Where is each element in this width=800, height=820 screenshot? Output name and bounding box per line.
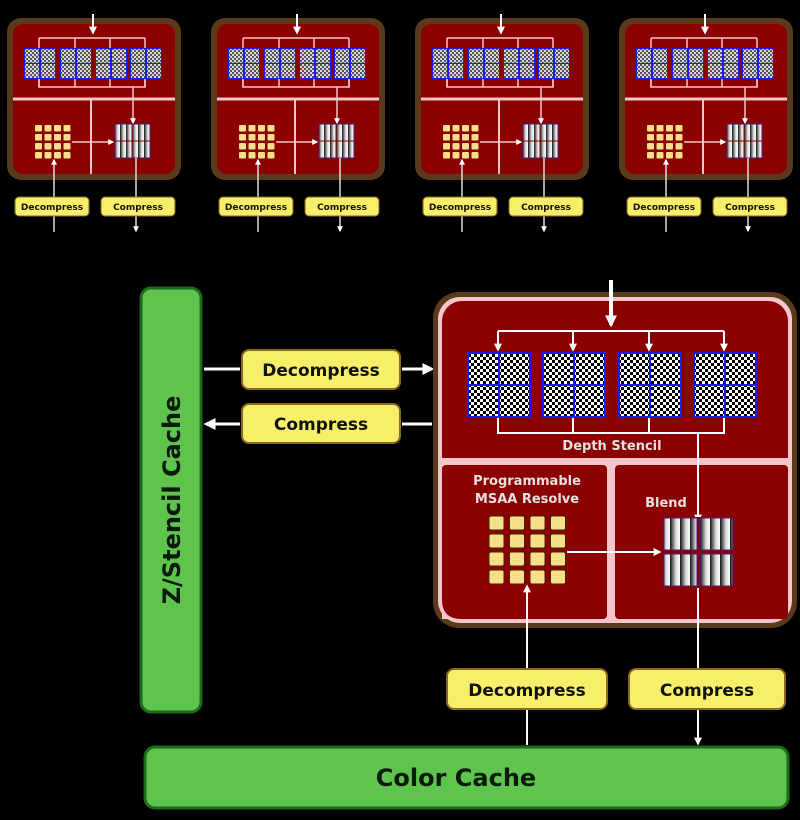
small-backend-unit: Decompress Compress bbox=[415, 14, 589, 233]
small-backend-unit: Decompress Compress bbox=[7, 14, 181, 233]
checker-tile bbox=[651, 386, 680, 416]
small-decompress-box bbox=[218, 196, 294, 217]
checker-tile bbox=[695, 386, 724, 416]
msaa-sample bbox=[509, 515, 525, 531]
small-decompress-label: Decompress bbox=[633, 203, 695, 213]
main-backend-unit: Depth Stencil Programmable MSAA Resolve … bbox=[433, 280, 797, 628]
msaa-sample bbox=[488, 551, 505, 567]
msaa-resolve-label-line2: MSAA Resolve bbox=[475, 492, 579, 507]
msaa-sample bbox=[509, 551, 525, 567]
z-decompress-box bbox=[241, 349, 401, 390]
checker-tile bbox=[620, 354, 649, 384]
color-compress-label: Compress bbox=[660, 681, 754, 701]
z-compress-box bbox=[241, 403, 401, 444]
small-decompress-box bbox=[14, 196, 90, 217]
z-decompress-path: Decompress bbox=[204, 349, 435, 390]
checker-tile bbox=[500, 386, 529, 416]
small-decompress-label: Decompress bbox=[429, 203, 491, 213]
depth-stencil-tile-group bbox=[542, 331, 606, 418]
small-decompress-label: Decompress bbox=[225, 203, 287, 213]
checker-tile bbox=[500, 354, 529, 384]
checker-tile bbox=[651, 354, 680, 384]
msaa-sample bbox=[509, 533, 525, 549]
msaa-resolve-sample-grid bbox=[488, 515, 566, 585]
msaa-sample bbox=[550, 551, 566, 567]
depth-stencil-tile-group bbox=[618, 331, 682, 418]
checker-tile bbox=[575, 354, 604, 384]
small-decompress-box bbox=[422, 196, 498, 217]
depth-stencil-tiles bbox=[467, 331, 757, 418]
z-decompress-label: Decompress bbox=[262, 361, 379, 381]
checker-tile bbox=[575, 386, 604, 416]
small-decompress-label: Decompress bbox=[21, 203, 83, 213]
small-compress-label: Compress bbox=[113, 203, 163, 213]
msaa-sample bbox=[550, 533, 566, 549]
msaa-sample bbox=[529, 551, 546, 567]
checker-tile bbox=[544, 386, 573, 416]
color-compress-box bbox=[628, 668, 786, 710]
small-decompress-box bbox=[626, 196, 702, 217]
small-compress-box bbox=[508, 196, 584, 217]
checker-tile bbox=[726, 386, 755, 416]
small-compress-label: Compress bbox=[725, 203, 775, 213]
color-cache-label: Color Cache bbox=[376, 764, 536, 792]
msaa-sample bbox=[529, 533, 546, 549]
checker-tile bbox=[469, 386, 498, 416]
msaa-sample bbox=[488, 569, 505, 585]
depth-stencil-label: Depth Stencil bbox=[562, 439, 661, 454]
msaa-sample bbox=[550, 515, 566, 531]
small-compress-label: Compress bbox=[521, 203, 571, 213]
color-decompress-box bbox=[446, 668, 608, 710]
z-compress-path: Compress bbox=[203, 403, 432, 444]
small-compress-label: Compress bbox=[317, 203, 367, 213]
z-stencil-cache: Z/Stencil Cache bbox=[139, 286, 203, 714]
checker-tile bbox=[695, 354, 724, 384]
blend-label: Blend bbox=[645, 496, 687, 511]
small-backend-unit: Decompress Compress bbox=[619, 14, 793, 233]
small-backend-unit: Decompress Compress bbox=[211, 14, 385, 233]
msaa-sample bbox=[488, 533, 505, 549]
color-cache: Color Cache bbox=[143, 745, 790, 810]
small-compress-box bbox=[100, 196, 176, 217]
blend-tiles bbox=[663, 517, 735, 588]
color-decompress-path: Decompress bbox=[446, 584, 608, 745]
msaa-sample bbox=[529, 569, 546, 585]
msaa-sample bbox=[488, 515, 505, 531]
msaa-resolve-label-line1: Programmable bbox=[473, 474, 581, 489]
checker-tile bbox=[620, 386, 649, 416]
z-stencil-cache-label: Z/Stencil Cache bbox=[158, 396, 186, 605]
checker-tile bbox=[544, 354, 573, 384]
msaa-sample bbox=[529, 515, 546, 531]
checker-tile bbox=[469, 354, 498, 384]
small-compress-box bbox=[304, 196, 380, 217]
z-compress-label: Compress bbox=[274, 415, 368, 435]
checker-tile bbox=[726, 354, 755, 384]
depth-stencil-tile-group bbox=[467, 331, 531, 418]
color-compress-path: Compress bbox=[628, 588, 786, 746]
msaa-sample bbox=[509, 569, 525, 585]
msaa-sample bbox=[550, 569, 566, 585]
depth-stencil-tile-group bbox=[693, 331, 757, 418]
color-decompress-label: Decompress bbox=[468, 681, 585, 701]
small-compress-box bbox=[712, 196, 788, 217]
